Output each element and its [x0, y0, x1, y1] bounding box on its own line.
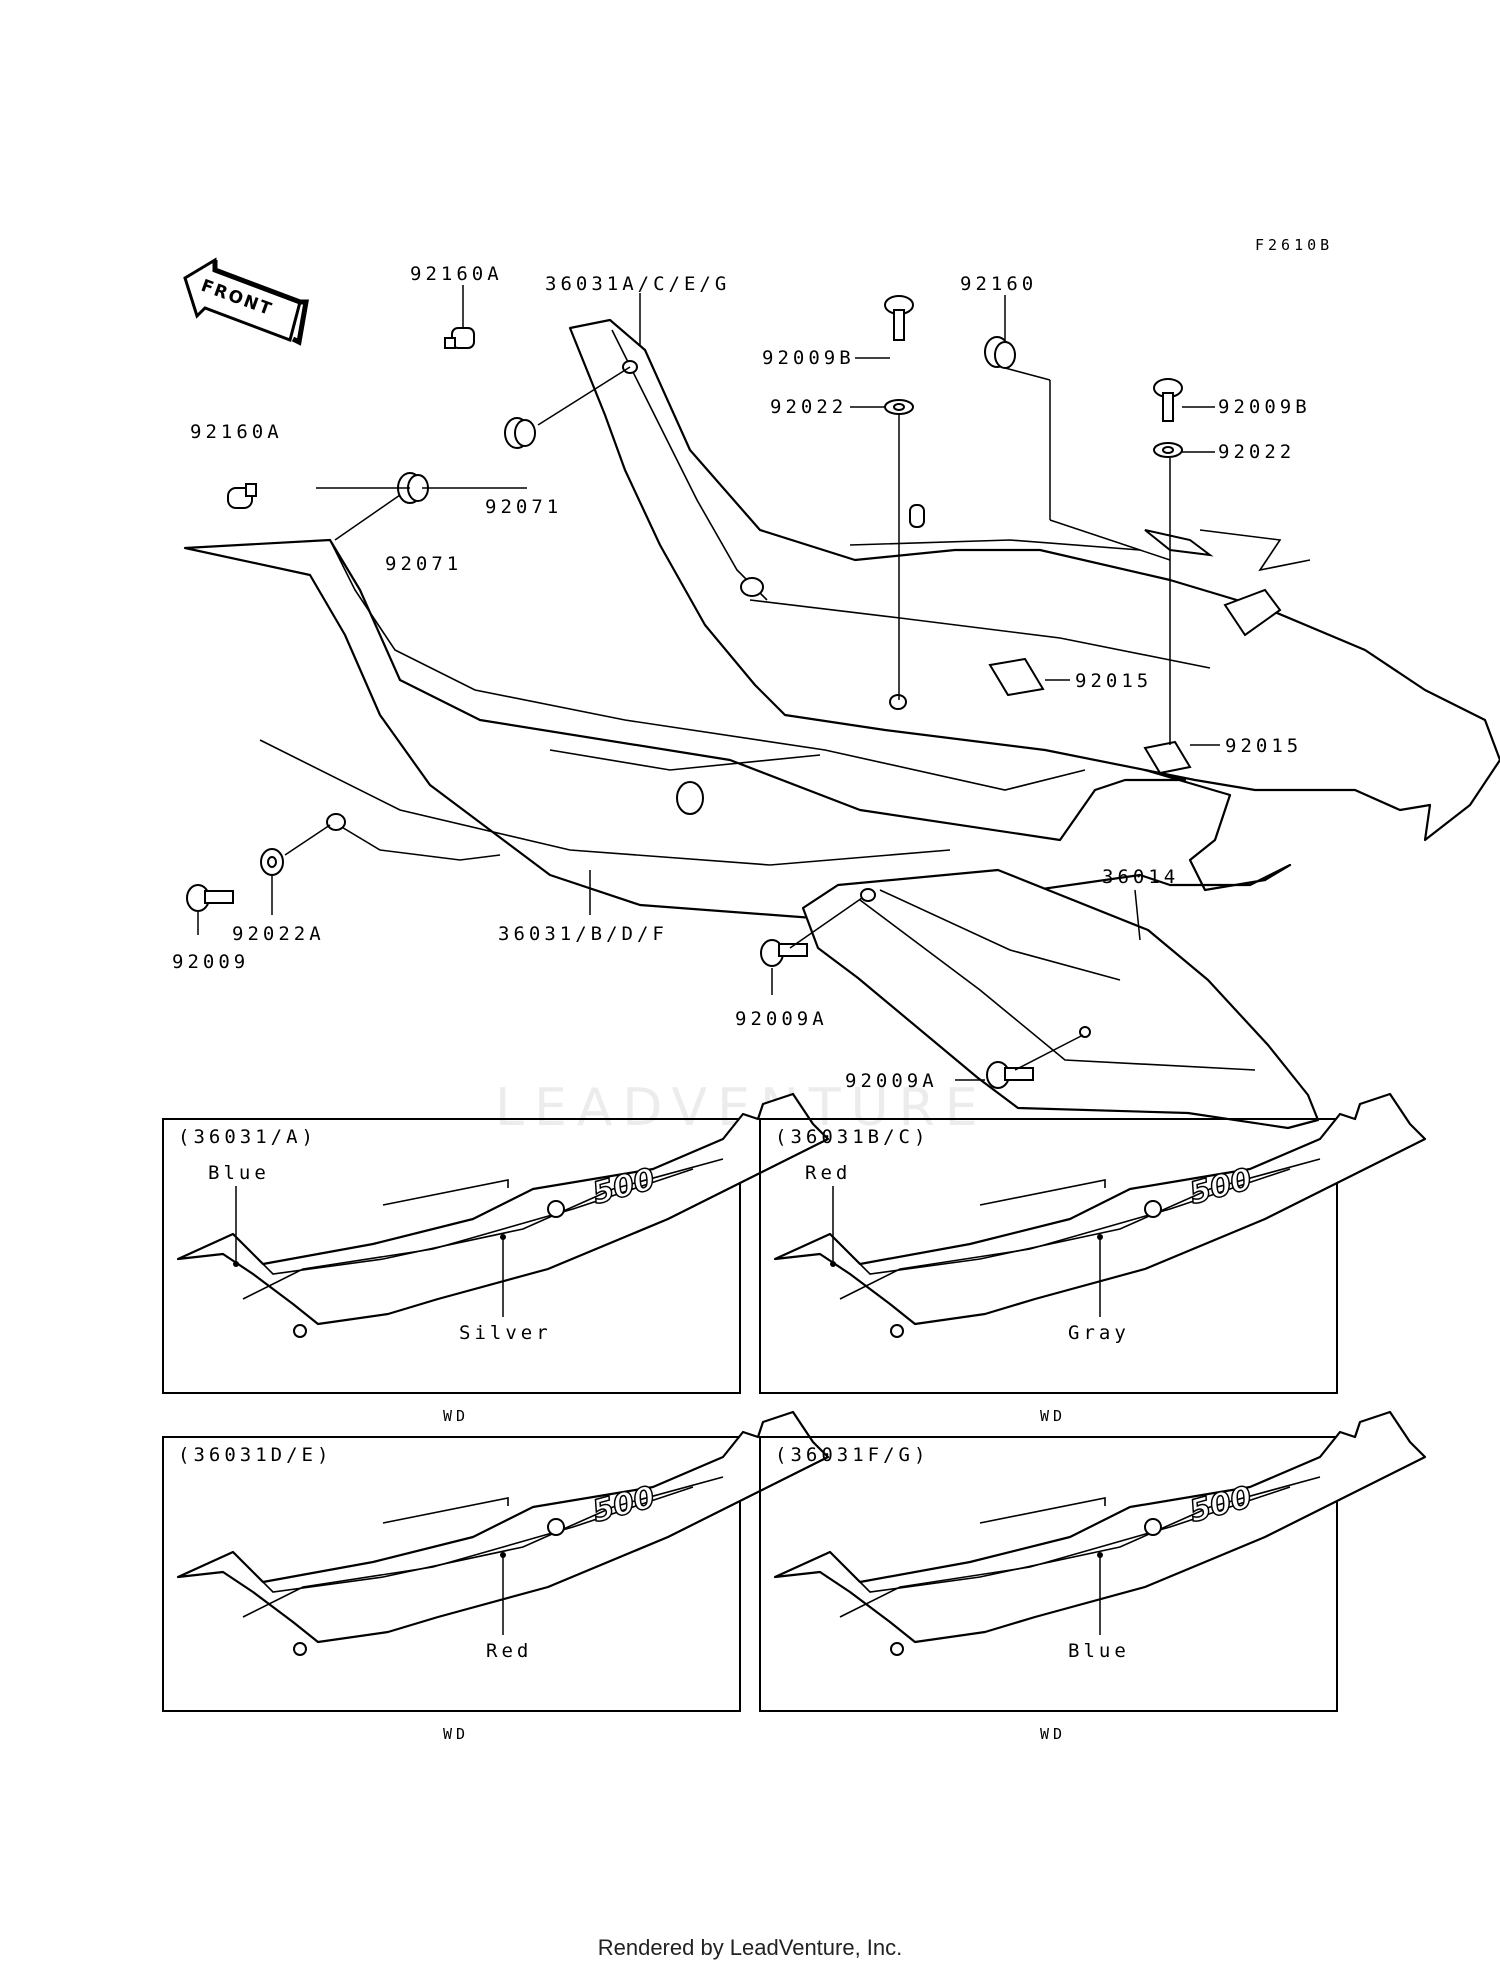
label-36031-B-D-F: 36031/B/D/F — [498, 923, 668, 945]
lower-side-cover — [183, 538, 1292, 922]
grommet-92071-upper — [504, 417, 536, 449]
color-label-bottom: Silver — [459, 1322, 552, 1344]
label-92009B-a: 92009B — [762, 347, 855, 369]
color-label-top: Blue — [208, 1162, 270, 1184]
variant-caption: WD — [1040, 1407, 1066, 1425]
color-variants: (36031/A)500BlueSilverWD(36031B/C)500Red… — [162, 1092, 1427, 1743]
variant-caption: WD — [443, 1407, 469, 1425]
label-92160: 92160 — [960, 273, 1037, 295]
label-92071-b: 92071 — [385, 553, 462, 575]
washer-92022-a — [884, 399, 914, 415]
cap-92160A-left — [227, 483, 257, 509]
upper-side-cover — [568, 318, 1500, 842]
bolt-92009 — [186, 884, 234, 912]
figure-code: F2610B — [1255, 236, 1333, 254]
variant-box — [162, 1118, 741, 1394]
clip-92015-b — [1143, 740, 1192, 775]
footer-credit: Rendered by LeadVenture, Inc. — [597, 1935, 903, 1960]
color-label-bottom: Gray — [1068, 1322, 1130, 1344]
variant-title: (36031D/E) — [178, 1444, 332, 1466]
label-92009A-b: 92009A — [845, 1070, 938, 1092]
label-92071-a: 92071 — [485, 496, 562, 518]
color-label-bottom: Blue — [1068, 1640, 1130, 1662]
label-92015-b: 92015 — [1225, 735, 1302, 757]
callout-labels: 92160A 36031A/C/E/G 92160 92009B 92022 9… — [172, 263, 1311, 1092]
tail-cover — [801, 868, 1320, 1130]
bolt-92009A-a — [760, 939, 808, 967]
variant-caption: WD — [1040, 1725, 1066, 1743]
front-arrow-icon: FRONT — [183, 257, 309, 346]
label-92022-a: 92022 — [770, 396, 847, 418]
label-92160A-left: 92160A — [190, 421, 283, 443]
label-36031A-C-E-G: 36031A/C/E/G — [545, 273, 730, 295]
bolt-92009A-b — [986, 1061, 1034, 1089]
color-label-top: Red — [805, 1162, 851, 1184]
label-92022A: 92022A — [232, 923, 325, 945]
color-label-bottom: Red — [486, 1640, 532, 1662]
variant-title: (36031F/G) — [775, 1444, 929, 1466]
label-92015-a: 92015 — [1075, 670, 1152, 692]
washer-92022-b — [1153, 442, 1183, 458]
label-92160A-top: 92160A — [410, 263, 503, 285]
hardware — [186, 295, 1192, 1089]
bolt-92009B-a — [884, 295, 914, 341]
clip-92015-a — [988, 657, 1045, 697]
variant-caption: WD — [443, 1725, 469, 1743]
leader-lines — [197, 285, 1220, 1081]
variant-box — [759, 1118, 1338, 1394]
label-92009A-a: 92009A — [735, 1008, 828, 1030]
grommet-92160 — [984, 336, 1016, 369]
label-36014: 36014 — [1102, 866, 1179, 888]
variant-title: (36031B/C) — [775, 1126, 929, 1148]
variant-box — [759, 1436, 1338, 1712]
variant-box — [162, 1436, 741, 1712]
label-92009: 92009 — [172, 951, 249, 973]
label-92022-b: 92022 — [1218, 441, 1295, 463]
bolt-92009B-b — [1153, 378, 1183, 422]
cap-92160A-top — [444, 327, 475, 349]
label-92009B-b: 92009B — [1218, 396, 1311, 418]
variant-title: (36031/A) — [178, 1126, 317, 1148]
washer-92022A — [260, 848, 284, 876]
